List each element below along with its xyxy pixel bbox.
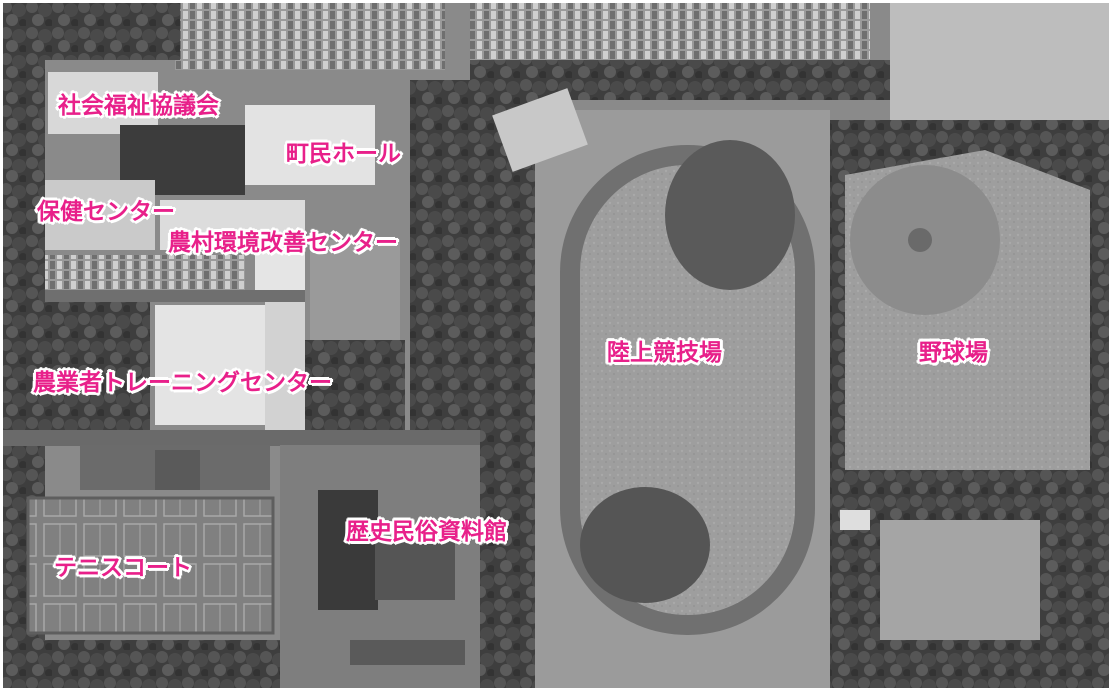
map-label-farmer-training-center: 農業者トレーニングセンター: [33, 370, 332, 396]
map-label-town-hall: 町民ホール: [286, 141, 401, 167]
map-label-baseball-field: 野球場: [919, 340, 988, 366]
map-label-tennis-court: テニスコート: [54, 555, 192, 581]
map-label-rural-env-center: 農村環境改善センター: [168, 230, 398, 256]
map-label-health-center: 保健センター: [37, 199, 175, 225]
map-label-social-welfare: 社会福祉協議会: [58, 93, 219, 119]
map-label-history-museum: 歴史民俗資料館: [346, 519, 507, 545]
map-label-athletics-field: 陸上競技場: [607, 340, 722, 366]
